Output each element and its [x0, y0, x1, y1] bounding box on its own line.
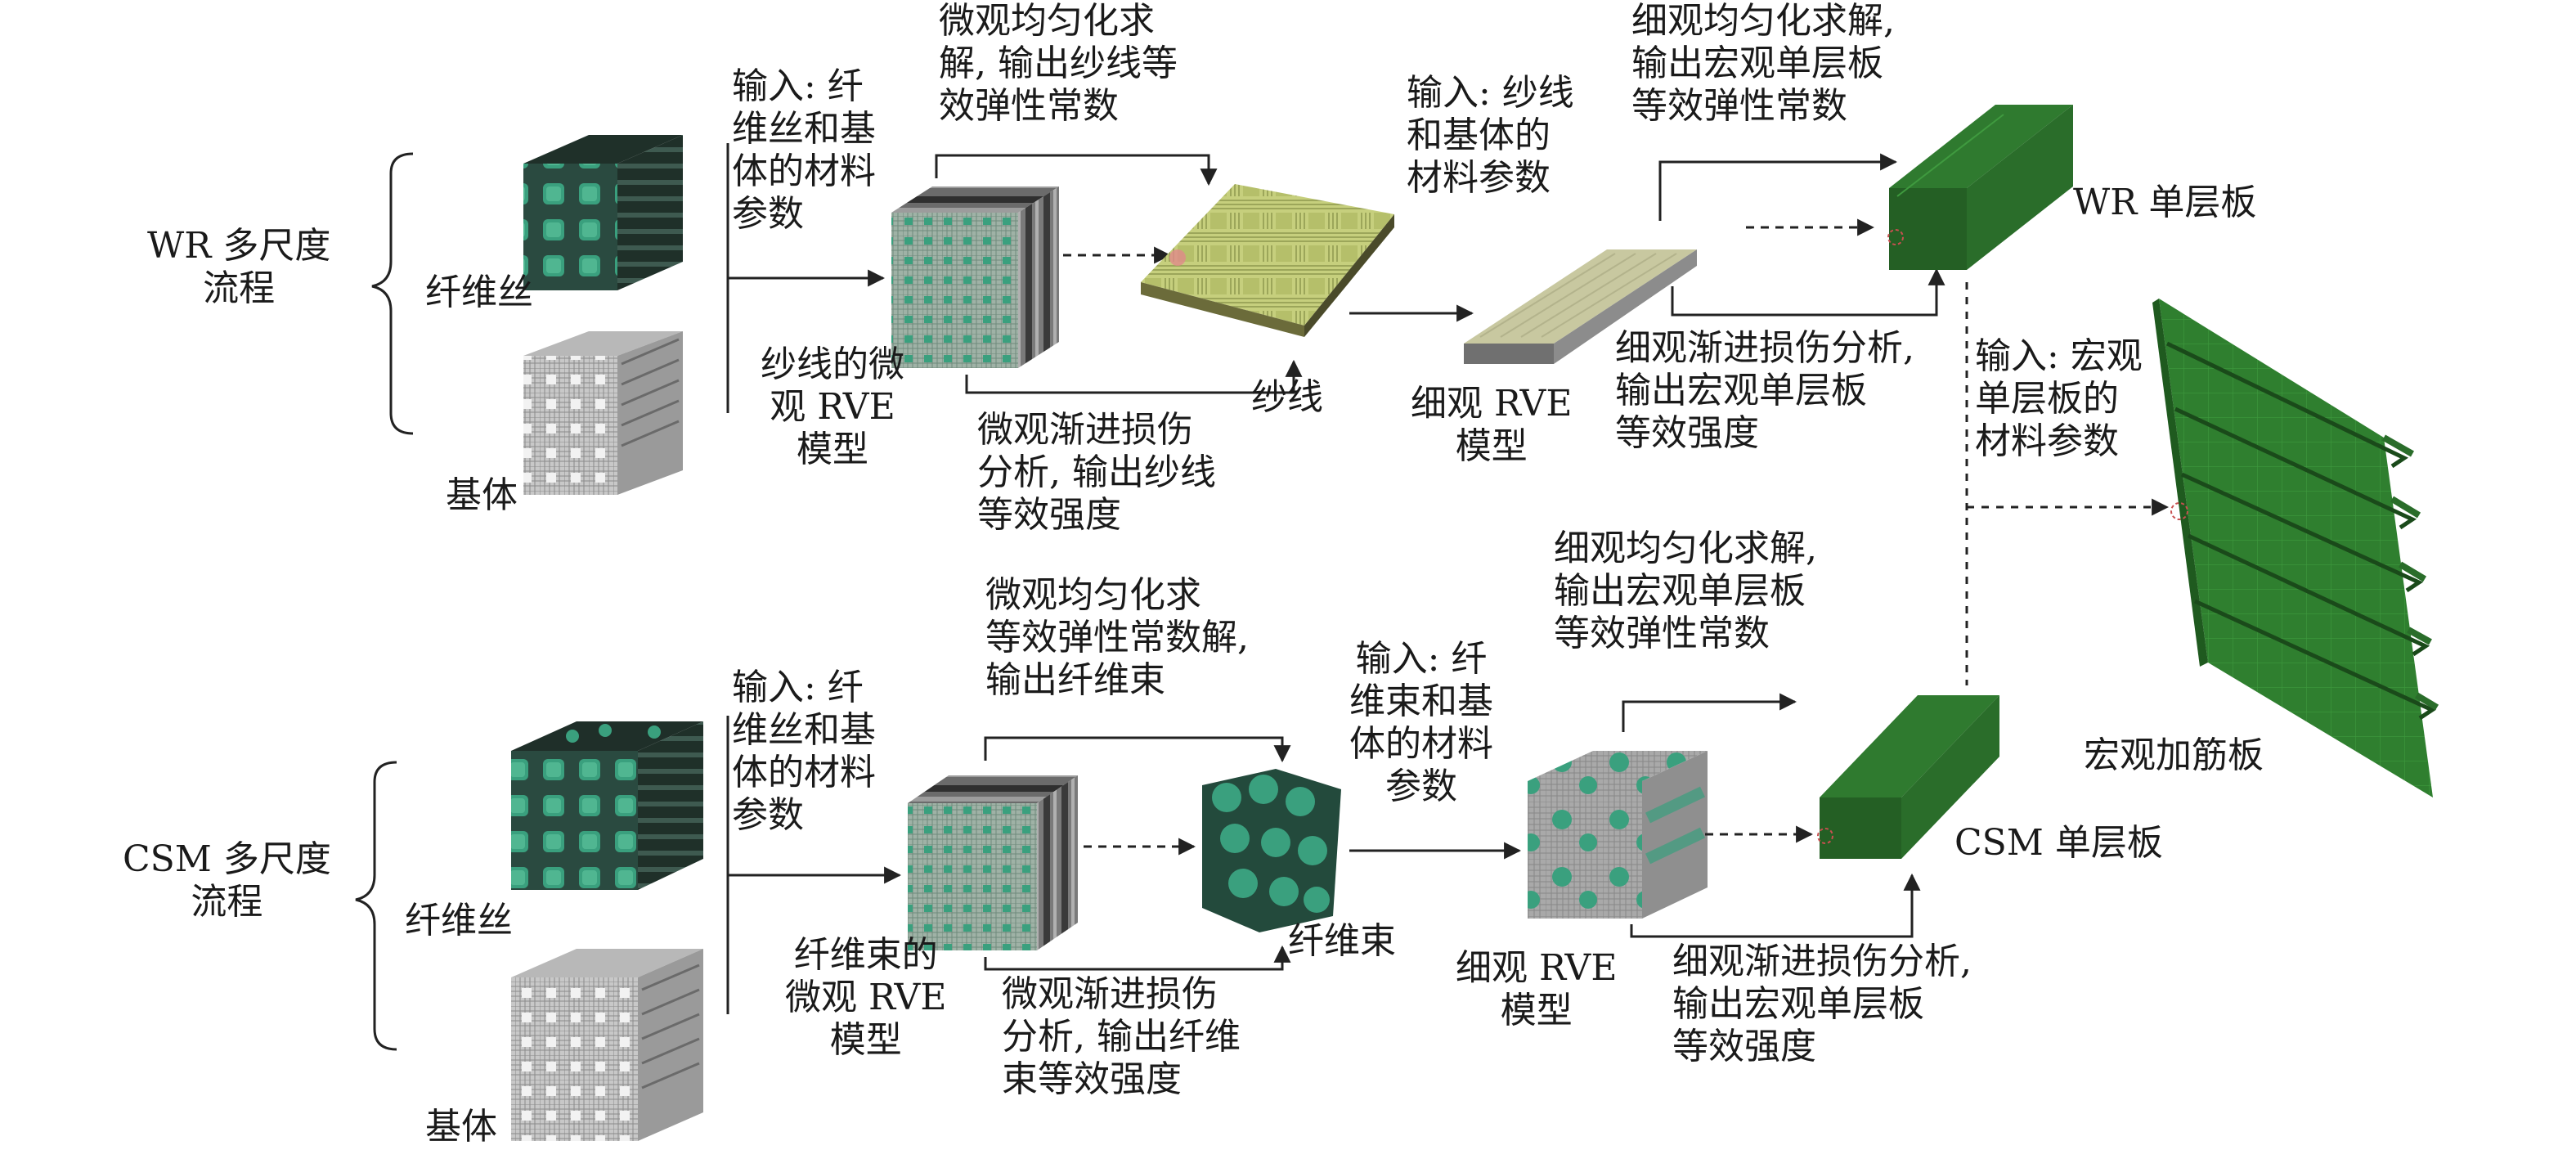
csm-meso-rve-cube	[1528, 751, 1708, 919]
wr-micro-homog-text: 微观均匀化求 解, 输出纱线等 效弹性常数	[939, 0, 1178, 127]
macro-plate-label: 宏观加筋板	[2084, 734, 2264, 776]
wr-meso-homog-text: 细观均匀化求解, 输出宏观单层板 等效弹性常数	[1631, 0, 1895, 127]
wr-meso-homog-arrow	[1658, 153, 1898, 221]
csm-meso-homog-arrow	[1622, 693, 1797, 732]
csm-meso-damage-text: 细观渐进损伤分析, 输出宏观单层板 等效强度	[1672, 941, 1972, 1067]
csm-micro-homog-text: 微观均匀化求 等效弹性常数解, 输出纤维束	[985, 574, 1249, 701]
wr-laminate-label: WR 单层板	[2073, 182, 2257, 223]
wr-yarn-label: 纱线	[1251, 376, 1323, 418]
wr-meso-damage-arrow	[1671, 267, 1945, 317]
csm-laminate-block	[1817, 695, 1999, 859]
wr-micro-rve-label: 纱线的微 观 RVE 模型	[761, 344, 904, 470]
csm-meso-rve-label: 细观 RVE 模型	[1456, 947, 1618, 1031]
wr-meso-input-text: 输入: 纱线 和基体的 材料参数	[1407, 72, 1574, 199]
wr-meso-rve-slab	[1464, 249, 1697, 364]
wr-matrix-cube	[523, 331, 683, 495]
wr-fiber-label: 纤维丝	[425, 272, 533, 313]
csm-matrix-label: 基体	[425, 1106, 497, 1148]
csm-matrix-cube	[511, 949, 703, 1141]
macro-input-text: 输入: 宏观 单层板的 材料参数	[1975, 335, 2143, 462]
wr-input-text: 输入: 纤 维丝和基 体的材料 参数	[732, 65, 876, 235]
csm-meso-input-text: 输入: 纤 维束和基 体的材料 参数	[1349, 638, 1493, 807]
csm-laminate-label: CSM 单层板	[1954, 822, 2163, 864]
csm-micro-rve-cube	[908, 775, 1078, 950]
csm-title: CSM 多尺度 流程	[123, 838, 331, 923]
csm-micro-rve-label: 纤维束的 微观 RVE 模型	[785, 934, 947, 1061]
csm-micro-damage-arrow	[984, 945, 1291, 971]
wr-fiber-cube	[523, 135, 683, 290]
wr-matrix-label: 基体	[446, 474, 518, 516]
csm-meso-homog-text: 细观均匀化求解, 输出宏观单层板 等效弹性常数	[1554, 528, 1817, 654]
wr-micro-damage-arrow	[965, 359, 1303, 394]
csm-meso-damage-arrow	[1630, 873, 1921, 938]
csm-fiber-bundle	[1202, 769, 1341, 932]
wr-micro-rve-cube	[891, 186, 1059, 368]
wr-yarn-patch	[1141, 184, 1394, 337]
macro-stiffened-plate	[2152, 299, 2439, 797]
csm-bundle-label: 纤维束	[1288, 920, 1396, 962]
wr-laminate-block	[1887, 105, 2073, 270]
wr-micro-damage-text: 微观渐进损伤 分析, 输出纱线 等效强度	[977, 409, 1216, 536]
csm-fiber-label: 纤维丝	[405, 900, 513, 941]
csm-brace	[355, 761, 397, 1051]
wr-title: WR 多尺度 流程	[147, 225, 331, 309]
csm-input-text: 输入: 纤 维丝和基 体的材料 参数	[732, 667, 876, 836]
wr-brace	[371, 152, 414, 435]
csm-micro-homog-arrow	[984, 736, 1291, 763]
wr-meso-rve-label: 细观 RVE 模型	[1411, 383, 1573, 467]
csm-fiber-cube	[511, 721, 703, 890]
csm-micro-damage-text: 微观渐进损伤 分析, 输出纤维 束等效强度	[1002, 973, 1241, 1100]
wr-micro-homog-arrow	[935, 154, 1218, 186]
wr-meso-damage-text: 细观渐进损伤分析, 输出宏观单层板 等效强度	[1615, 327, 1914, 454]
